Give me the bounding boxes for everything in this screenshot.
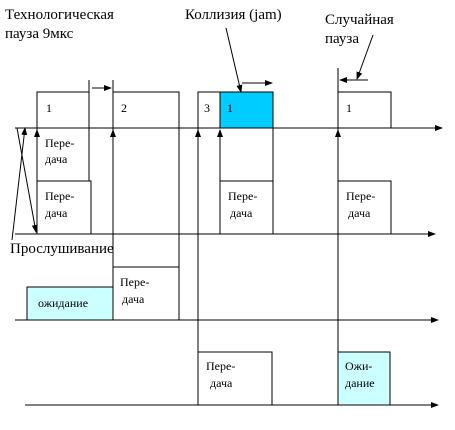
wait-block-d-line2: дание — [345, 376, 375, 390]
listening-pointer-1 — [11, 127, 28, 241]
tx-block-d — [337, 180, 392, 235]
tx-block-a-line1: Пере- — [45, 136, 75, 150]
collision-label: Коллизия (jam) — [185, 7, 282, 23]
tx-block-d-line1: Пере- — [346, 189, 376, 203]
frame-1 — [36, 91, 90, 129]
tx-block-d-line2: дача — [348, 206, 371, 220]
wait-block-b — [26, 286, 114, 321]
tech-pause-label-1: Технологическая — [5, 7, 114, 23]
frame-collision-number: 1 — [227, 101, 233, 115]
tx-block-b — [36, 180, 92, 235]
frame-3-number: 3 — [204, 101, 210, 115]
tx-block-f-line2: дача — [210, 376, 233, 390]
tx-block-f — [197, 351, 273, 406]
random-pause-label-1: Случайная — [325, 12, 394, 28]
tx-block-a-line2: дача — [45, 152, 68, 166]
frame-collision — [219, 91, 274, 129]
tech-pause-label-2: пауза 9мкс — [5, 26, 74, 42]
tx-block-b-line1: Пере- — [45, 189, 75, 203]
wait-block-d-line1: Ожи- — [345, 359, 373, 373]
tx-block-b-line2: дача — [45, 206, 68, 220]
tx-block-f-line1: Пере- — [206, 359, 236, 373]
listening-pointer-2 — [16, 127, 38, 233]
tx-block-e-line2: дача — [122, 292, 145, 306]
tx-block-c-line1: Пере- — [228, 189, 258, 203]
frame-5-number: 1 — [346, 101, 352, 115]
random-pause-label-2: пауза — [325, 31, 360, 47]
random-pause-pointer — [356, 34, 374, 80]
tx-block-c — [219, 180, 274, 235]
frame-2 — [112, 91, 180, 129]
collision-pointer — [225, 27, 243, 93]
tx-block-e — [112, 266, 180, 321]
frame-1-number: 1 — [46, 101, 52, 115]
listening-label: Прослушивание — [10, 241, 114, 257]
wait-block-d — [337, 351, 391, 406]
wait-block-b-text: ожидание — [38, 296, 89, 310]
frame-2-number: 2 — [121, 101, 127, 115]
tx-block-e-line1: Пере- — [120, 275, 150, 289]
tx-block-c-line2: дача — [230, 206, 253, 220]
